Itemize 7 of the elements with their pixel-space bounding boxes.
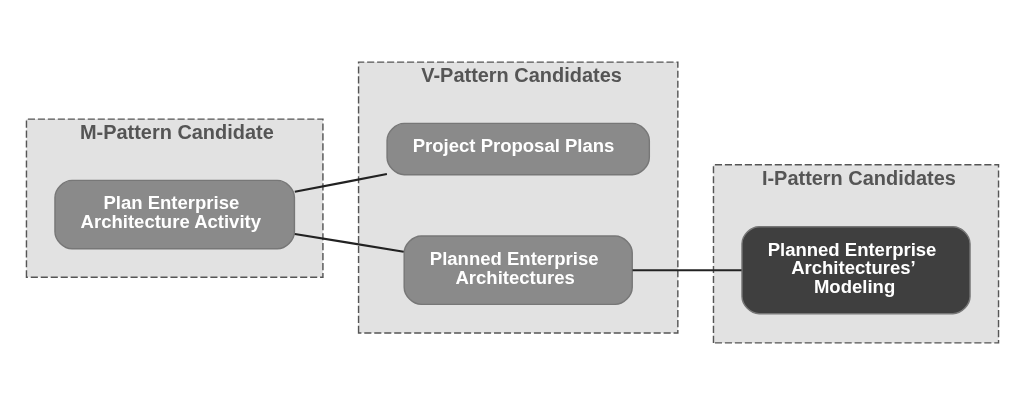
connector (632, 269, 742, 272)
connector (294, 173, 387, 193)
node-box: Project Proposal Plans (385, 122, 650, 176)
node-box: Plan Enterprise Architecture Activity (53, 179, 295, 250)
connector (294, 232, 404, 253)
node-box: Planned Enterprise Architectures (402, 235, 633, 306)
node-box: Planned Enterprise Architectures’ Modeling (740, 226, 971, 315)
